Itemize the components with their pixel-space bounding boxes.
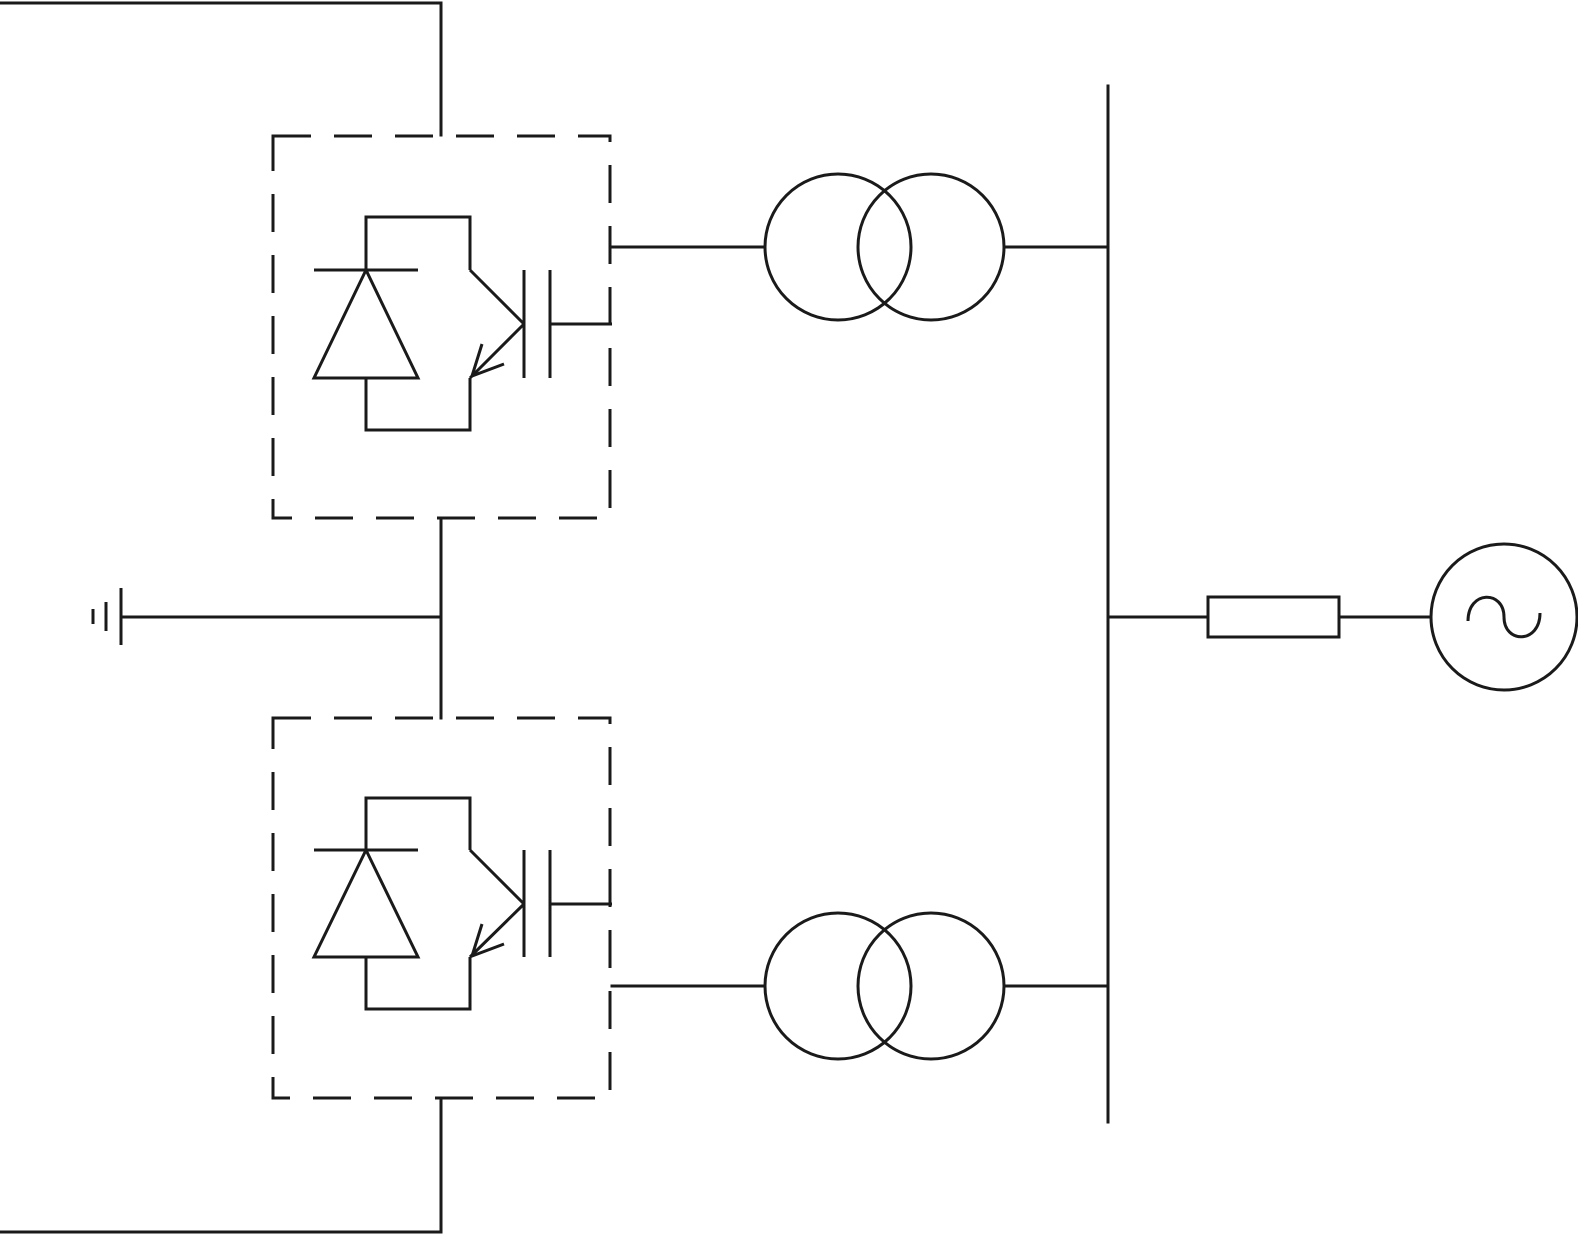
ground-icon: [91, 588, 123, 645]
diode-icon: [311, 215, 472, 432]
converter-lower-boundary: [271, 716, 612, 1100]
ac-source-icon: [1429, 542, 1578, 692]
dc-positive-wire: [0, 1, 443, 137]
dc-wiring: [0, 1, 443, 1234]
transformer-icon: [763, 172, 1006, 322]
converter-lower: [271, 716, 766, 1100]
igbt-icon: [468, 848, 612, 959]
resistor-icon: [1206, 595, 1341, 639]
transformer-upper: [763, 172, 1110, 322]
converter-upper: [271, 134, 766, 520]
dc-negative-wire: [0, 1097, 443, 1234]
transformer-lower: [763, 911, 1110, 1061]
diode-icon: [311, 796, 472, 1011]
transformer-icon: [763, 911, 1006, 1061]
converter-upper-boundary: [271, 134, 612, 520]
grid-connection: [1106, 542, 1578, 692]
igbt-icon: [468, 268, 612, 380]
